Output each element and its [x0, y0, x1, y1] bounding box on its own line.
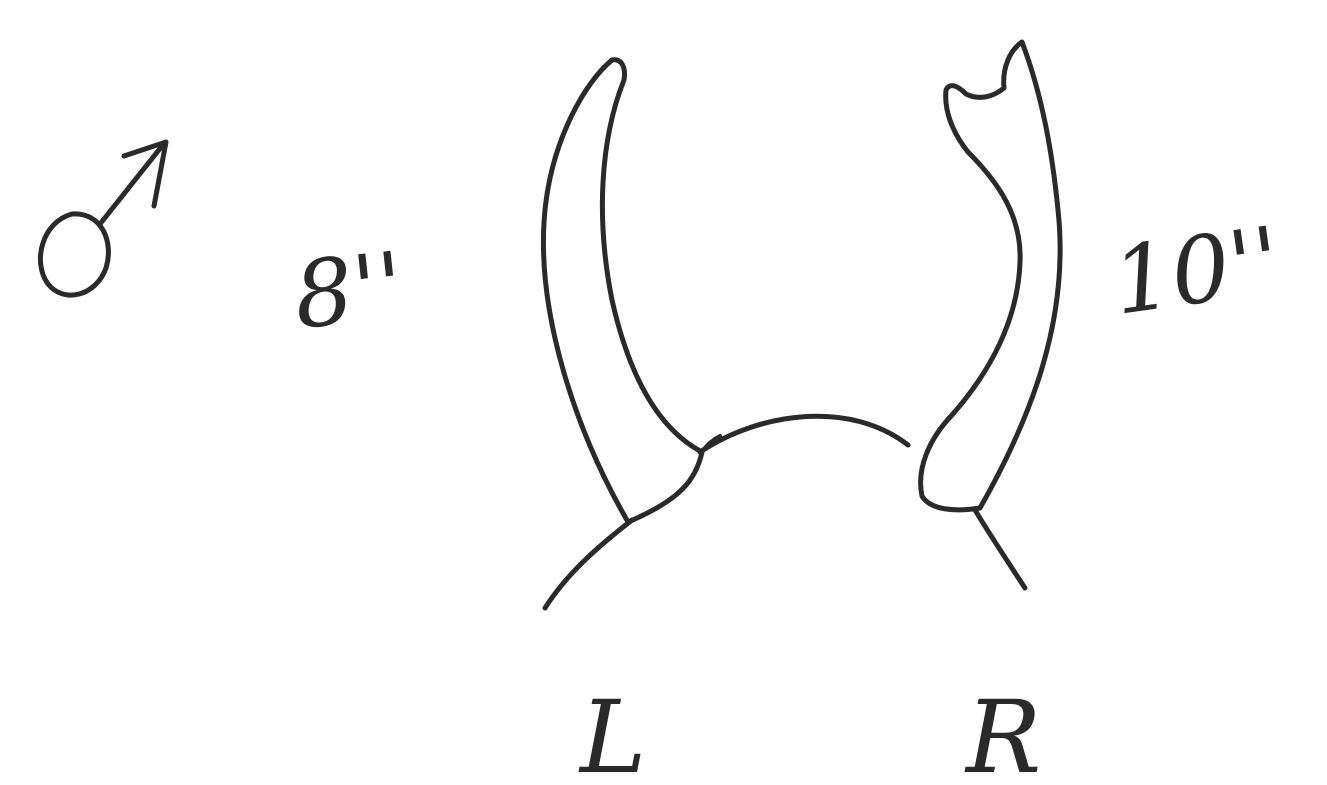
right-length-label: 10''	[1106, 206, 1287, 335]
left-antler	[543, 60, 720, 522]
male-symbol-icon	[40, 142, 166, 295]
right-side-label: R	[964, 679, 1041, 785]
right-antler	[921, 42, 1061, 510]
left-side-label: L	[578, 679, 646, 785]
left-length-label: 8''	[289, 232, 409, 350]
